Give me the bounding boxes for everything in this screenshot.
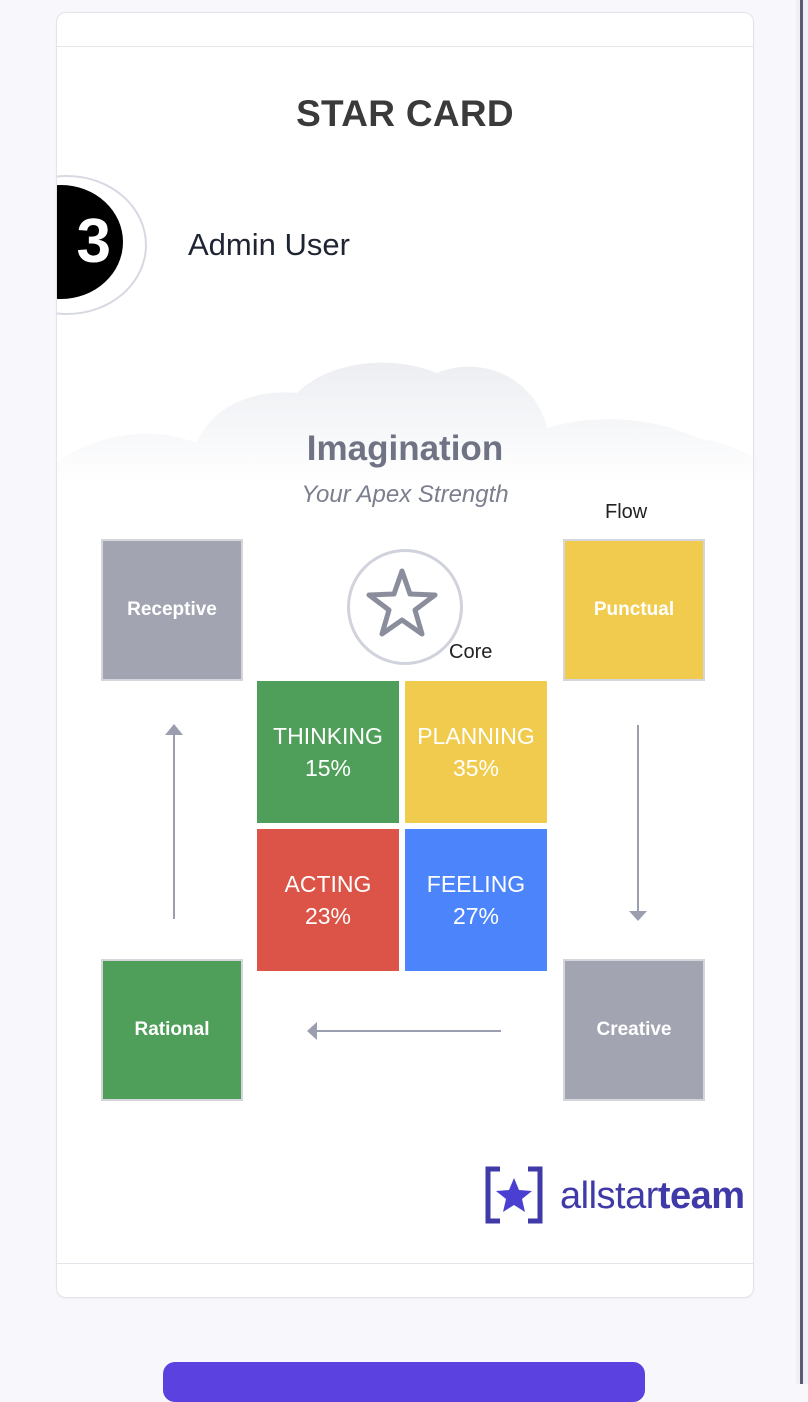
card-title: STAR CARD — [296, 93, 514, 134]
feeling-name: FEELING — [426, 871, 526, 897]
apex-subtitle: Your Apex Strength — [301, 481, 509, 508]
rational-label: Rational — [134, 1019, 210, 1040]
planning-name: PLANNING — [417, 723, 535, 749]
flow-square-creative: Creative — [563, 959, 705, 1101]
star-card: STAR CARD 3 Admin User Imagination Your … — [56, 12, 754, 1298]
core-label: Core — [449, 641, 493, 663]
quadrant-acting: ACTING 23% — [257, 829, 399, 971]
thinking-percent: 15% — [304, 755, 352, 781]
avatar: 3 — [57, 175, 147, 315]
primary-action-button[interactable] — [163, 1362, 645, 1402]
flow-square-punctual: Punctual — [563, 539, 705, 681]
punctual-label: Punctual — [593, 599, 675, 620]
logo-text-bold: team — [657, 1175, 745, 1217]
card-footer-divider — [57, 1263, 753, 1264]
cloud-graphic — [57, 362, 753, 483]
card-header-divider — [57, 46, 753, 47]
thinking-name: THINKING — [273, 723, 383, 749]
feeling-percent: 27% — [452, 903, 500, 929]
arrow-down-icon — [629, 725, 647, 921]
allstarteam-logo: allstarteam — [484, 1165, 753, 1229]
acting-percent: 23% — [304, 903, 352, 929]
flow-square-rational: Rational — [101, 959, 243, 1101]
logo-text-light: allstar — [560, 1175, 658, 1217]
planning-percent: 35% — [452, 755, 500, 781]
arrow-up-icon — [165, 724, 183, 919]
core-star-circle — [347, 549, 463, 665]
quadrant-feeling: FEELING 27% — [405, 829, 547, 971]
window-edge — [800, 0, 803, 1384]
apex-title: Imagination — [306, 429, 504, 468]
star-bracket-icon — [485, 1166, 543, 1224]
receptive-label: Receptive — [127, 599, 217, 620]
flow-arrows — [165, 724, 647, 1040]
star-icon — [366, 568, 438, 637]
acting-name: ACTING — [284, 871, 372, 897]
flow-square-receptive: Receptive — [101, 539, 243, 681]
creative-label: Creative — [596, 1019, 672, 1040]
flow-label: Flow — [605, 501, 648, 523]
quadrant-planning: PLANNING 35% — [405, 681, 547, 823]
arrow-left-icon — [307, 1022, 501, 1040]
user-name: Admin User — [188, 227, 350, 262]
quadrant-thinking: THINKING 15% — [257, 681, 399, 823]
